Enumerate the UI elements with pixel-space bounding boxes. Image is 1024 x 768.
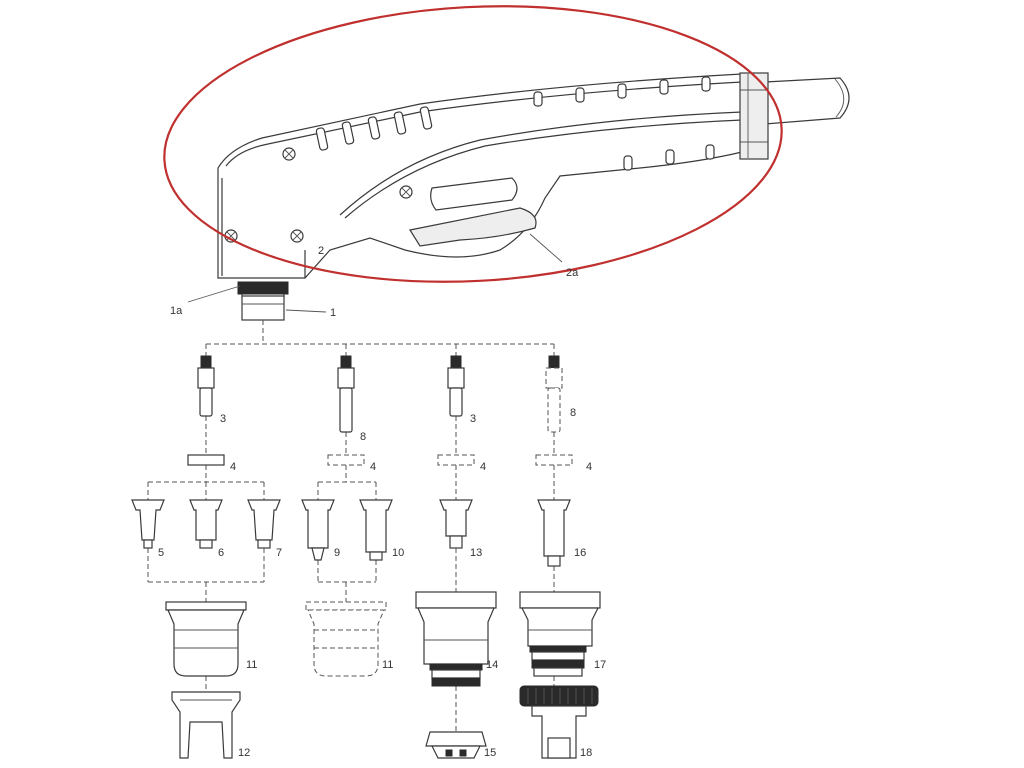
- label-7: 7: [276, 547, 282, 559]
- label-1a: 1a: [170, 305, 183, 317]
- label-3-right: 3: [470, 413, 476, 425]
- label-10: 10: [392, 547, 404, 559]
- label-11-dashed: 11: [382, 659, 393, 671]
- label-6: 6: [218, 547, 224, 559]
- label-3-left: 3: [220, 413, 226, 425]
- label-4-c: 4: [480, 461, 486, 473]
- label-5: 5: [158, 547, 164, 559]
- label-17: 17: [594, 659, 606, 671]
- tip-5: [131, 499, 165, 549]
- tip-10: [359, 499, 393, 561]
- grip-slots-rear-bottom: [623, 144, 715, 171]
- label-8-right: 8: [570, 407, 576, 419]
- screw-icon: [224, 147, 413, 243]
- label-11-solid: 11: [246, 659, 257, 671]
- highlight-ellipse: [163, 5, 783, 283]
- electrode-3-left: [197, 355, 215, 417]
- head-thread: [237, 281, 289, 295]
- label-4-b: 4: [370, 461, 376, 473]
- retaining-cap-14: [415, 591, 497, 687]
- part-1-collar: [241, 295, 285, 321]
- label-4-a: 4: [230, 461, 236, 473]
- spacer-18: [519, 685, 599, 759]
- tip-6: [189, 499, 223, 549]
- grip-slots-rear-top: [533, 76, 711, 107]
- label-9: 9: [334, 547, 340, 559]
- shield-15: [425, 731, 487, 759]
- swirl-ring-4-a: [187, 454, 225, 466]
- trigger: [409, 207, 537, 247]
- electrode-8-left: [337, 355, 355, 433]
- tip-9: [301, 499, 335, 561]
- tip-16: [537, 499, 571, 567]
- label-8-left: 8: [360, 431, 366, 443]
- label-18: 18: [580, 747, 592, 759]
- cable-ferrule: [739, 72, 769, 160]
- electrode-8-right: [545, 355, 563, 433]
- grip-slots-upper: [315, 106, 433, 151]
- retaining-cap-11-dashed: [305, 601, 387, 677]
- part-labels: 1 1a 2 2a 3 8 3 8 4 4 4 4 5 6 7 9 10 13 …: [158, 245, 606, 759]
- label-2a: 2a: [566, 267, 579, 279]
- swirl-ring-4-c: [437, 454, 475, 466]
- label-12: 12: [238, 747, 250, 759]
- electrode-3-right: [447, 355, 465, 417]
- torch-cable: [764, 77, 850, 125]
- label-15: 15: [484, 747, 496, 759]
- tip-13: [439, 499, 473, 549]
- label-13: 13: [470, 547, 482, 559]
- swirl-ring-4-b: [327, 454, 365, 466]
- label-1: 1: [330, 307, 336, 319]
- tip-7: [247, 499, 281, 549]
- label-16: 16: [574, 547, 586, 559]
- retaining-cap-11-solid: [165, 601, 247, 677]
- connection-lines: [147, 320, 555, 732]
- drag-shield-12: [171, 691, 241, 759]
- label-14: 14: [486, 659, 498, 671]
- torch-handle: [217, 72, 850, 321]
- swirl-ring-4-d: [535, 454, 573, 466]
- label-2: 2: [318, 245, 324, 257]
- label-4-d: 4: [586, 461, 592, 473]
- retaining-cap-17: [519, 591, 601, 677]
